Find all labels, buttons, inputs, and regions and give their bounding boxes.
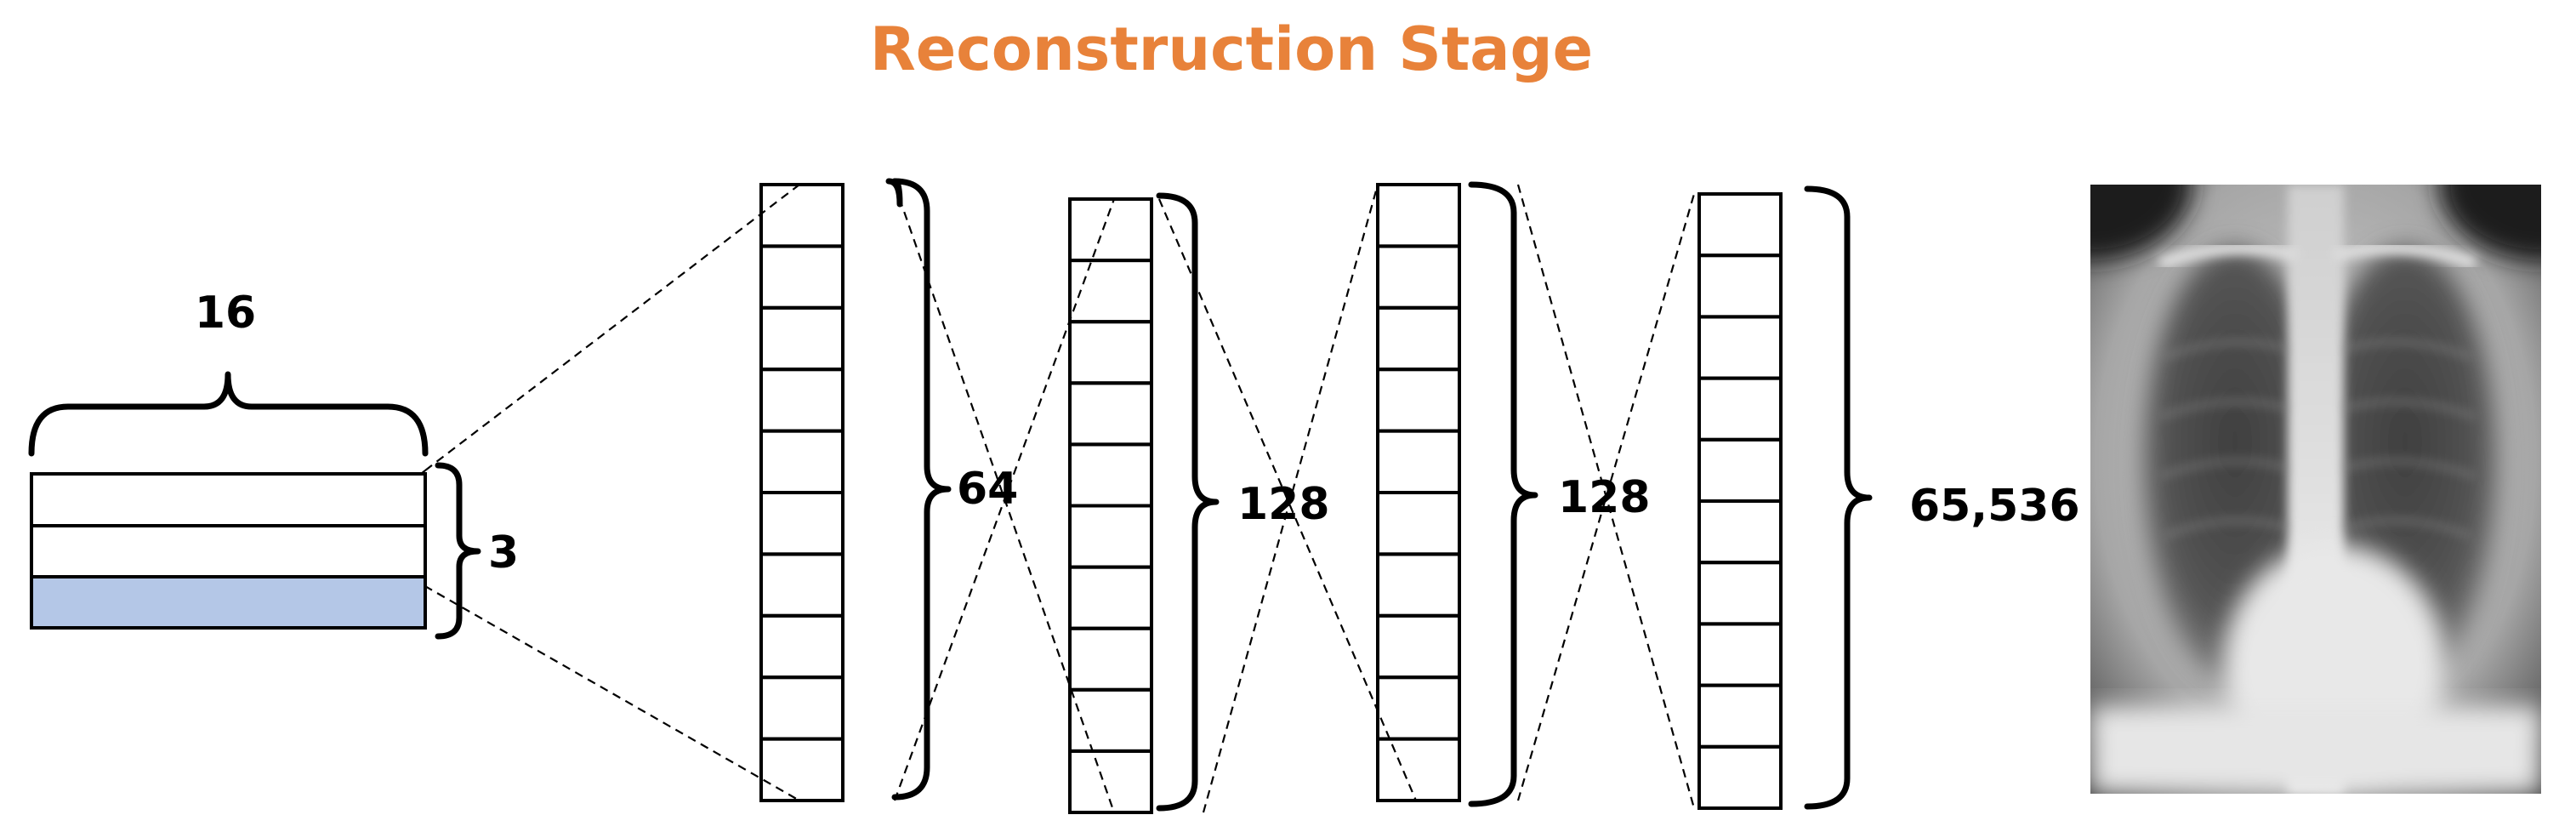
connector-l3-l4-a xyxy=(1516,184,1696,809)
layer-cell xyxy=(1068,749,1153,815)
layer-cell xyxy=(759,244,844,310)
layer-cell xyxy=(1376,675,1461,741)
layer3-size-label: 128 xyxy=(1558,472,1651,523)
layer-cell xyxy=(1697,376,1783,442)
layer-column-128-a xyxy=(1068,197,1153,815)
layer-cell xyxy=(1697,192,1783,258)
layer-column-64 xyxy=(759,183,844,802)
layer-cell xyxy=(759,183,844,248)
connector-l2-l3-b xyxy=(1202,184,1379,813)
connector-l1-l2-a xyxy=(893,184,1116,813)
layer-cell xyxy=(1376,429,1461,495)
layer3-size-brace xyxy=(1468,181,1538,807)
layer-cell xyxy=(1068,197,1153,263)
latent-width-brace xyxy=(28,371,429,457)
layer4-size-brace xyxy=(1804,185,1873,810)
layer-cell xyxy=(1068,259,1153,324)
layer-cell xyxy=(1068,381,1153,447)
layer1-size-label: 64 xyxy=(957,464,1018,515)
latent-row xyxy=(30,472,427,527)
connector-l3-l4-b xyxy=(1516,193,1696,801)
layer-cell xyxy=(1697,437,1783,503)
layer2-size-label: 128 xyxy=(1237,479,1330,530)
layer1-brace xyxy=(885,178,903,208)
connector-latent-top xyxy=(424,184,800,471)
layer-cell xyxy=(759,491,844,556)
layer-cell xyxy=(1376,552,1461,618)
layer-cell xyxy=(1697,561,1783,626)
layer-cell xyxy=(1376,244,1461,310)
latent-row-highlighted xyxy=(30,575,427,630)
layer-cell xyxy=(759,613,844,680)
latent-block xyxy=(30,472,427,630)
layer-cell xyxy=(1068,442,1153,508)
layer-cell xyxy=(1376,368,1461,433)
layer-cell xyxy=(759,675,844,741)
layer-cell xyxy=(1068,320,1153,385)
connector-l2-l3-a xyxy=(1157,198,1418,801)
latent-height-label: 3 xyxy=(488,527,519,578)
layer-cell xyxy=(1376,305,1461,372)
layer-cell xyxy=(1068,504,1153,569)
layer-cell xyxy=(1068,565,1153,630)
layer-column-128-b xyxy=(1376,183,1461,802)
layer-column-65536 xyxy=(1697,192,1783,810)
latent-width-label: 16 xyxy=(195,288,256,339)
layer-cell xyxy=(759,552,844,618)
layer-cell xyxy=(1376,183,1461,248)
layer-cell xyxy=(759,368,844,433)
layer-cell xyxy=(1697,254,1783,319)
layer2-size-brace xyxy=(1156,192,1220,812)
layer-cell xyxy=(759,429,844,495)
layer-cell xyxy=(1068,626,1153,692)
layer-cell xyxy=(1697,622,1783,687)
layer4-size-label: 65,536 xyxy=(1909,481,2080,532)
layer-cell xyxy=(759,737,844,802)
layer-cell xyxy=(1697,744,1783,810)
connector-l1-l2-b xyxy=(893,198,1116,801)
layer-cell xyxy=(1697,315,1783,380)
latent-height-brace xyxy=(435,462,481,640)
layer-cell xyxy=(1068,687,1153,753)
diagram-title: Reconstruction Stage xyxy=(870,14,1593,84)
layer-cell xyxy=(1697,683,1783,749)
layer-cell xyxy=(1376,491,1461,556)
layer-cell xyxy=(1697,499,1783,565)
layer-cell xyxy=(759,305,844,372)
layer1-size-brace xyxy=(891,178,952,801)
latent-row xyxy=(30,524,427,578)
chest-xray-icon xyxy=(2090,185,2541,794)
layer-cell xyxy=(1376,737,1461,802)
layer-cell xyxy=(1376,613,1461,680)
